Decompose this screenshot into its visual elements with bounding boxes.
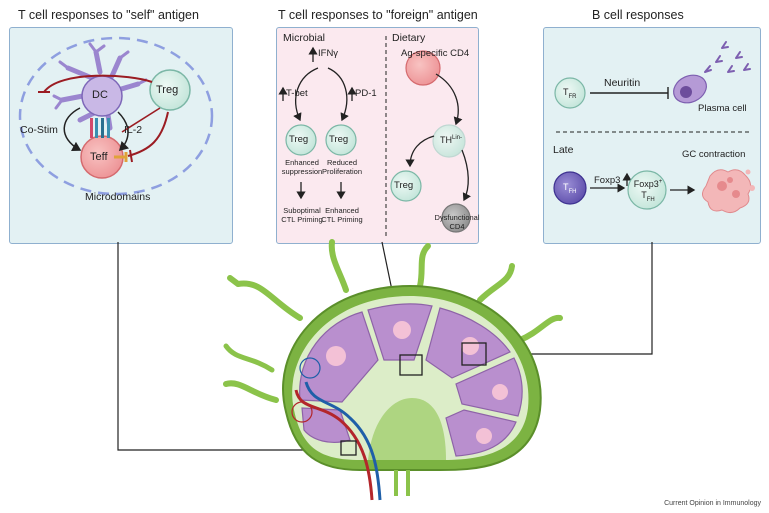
self-antigen-title: T cell responses to "self" antigen bbox=[18, 8, 199, 22]
reduced-proliferation-line2: Proliferation bbox=[321, 167, 363, 176]
foxp3-tfh-text: Foxp3 bbox=[633, 179, 659, 189]
il2-label: IL-2 bbox=[124, 124, 143, 136]
dietary-label: Dietary bbox=[392, 32, 426, 44]
treg-dietary-label: Treg bbox=[394, 180, 414, 191]
suboptimal-ctl-label: Suboptimal CTL Priming bbox=[279, 206, 325, 224]
foxp3-tfh-sup: + bbox=[658, 179, 663, 185]
tfr-sub: FR bbox=[568, 93, 577, 100]
treg-inhibit-dc bbox=[38, 74, 153, 93]
th-lin-cell bbox=[432, 124, 466, 158]
enhanced-suppression-line1: Enhanced bbox=[285, 158, 319, 167]
teff-label: Teff bbox=[90, 151, 108, 163]
pd1-label: PD-1 bbox=[355, 88, 377, 99]
treg-microbial-right bbox=[325, 124, 357, 156]
il2-arrow bbox=[117, 111, 130, 152]
costim-label: Co-Stim bbox=[20, 124, 58, 136]
tfh-sub: FH bbox=[568, 188, 577, 195]
suboptimal-ctl-line1: Suboptimal bbox=[283, 206, 321, 215]
foxp3-label: Foxp3 bbox=[594, 175, 621, 186]
reduced-proliferation-label: Reduced Proliferation bbox=[321, 158, 363, 176]
ifng-to-treg-right bbox=[327, 67, 349, 122]
treg-left-label: Treg bbox=[289, 134, 309, 145]
treg-arrow-receptor bbox=[121, 107, 161, 133]
foxp3-tfh-t-sub: FH bbox=[646, 196, 655, 203]
dysfunctional-line1: Dysfunctional bbox=[434, 213, 480, 222]
dysfunctional-label: Dysfunctional CD4 bbox=[432, 213, 482, 231]
enhanced-suppression-line2: suppression bbox=[281, 167, 323, 176]
plasma-cell bbox=[673, 41, 751, 104]
treg-inhibit-teff bbox=[127, 111, 169, 163]
microdomain-boundary bbox=[18, 36, 214, 196]
enhanced-ctl-label: Enhanced CTL Priming bbox=[319, 206, 365, 224]
gc-contraction-cells bbox=[702, 169, 755, 214]
th-lin-text: TH bbox=[440, 135, 452, 145]
tfr-text: T bbox=[563, 87, 569, 97]
receptor-complex bbox=[90, 118, 128, 162]
treg-self-cell bbox=[149, 69, 191, 111]
tfh-label: TFH bbox=[563, 182, 577, 195]
tfh-cell bbox=[553, 171, 587, 205]
foreign-antigen-title: T cell responses to "foreign" antigen bbox=[278, 8, 478, 22]
th-lin-label: THLin- bbox=[440, 135, 462, 145]
th-lin-sup: Lin- bbox=[452, 135, 463, 141]
ag-specific-cd4-cell bbox=[405, 50, 441, 86]
late-label: Late bbox=[553, 144, 574, 156]
neuritin-inhibit bbox=[590, 87, 669, 99]
lymph-node bbox=[223, 239, 563, 501]
treg-right-label: Treg bbox=[329, 134, 349, 145]
credit-text: Current Opinion in Immunology bbox=[664, 500, 761, 507]
connector-bcell bbox=[486, 242, 653, 355]
tfr-cell bbox=[554, 77, 586, 109]
enhanced-suppression-label: Enhanced suppression bbox=[279, 158, 325, 176]
gc-contraction-label: GC contraction bbox=[682, 149, 746, 160]
tfr-label: TFR bbox=[563, 87, 577, 100]
tbet-label: T-bet bbox=[286, 88, 308, 99]
costim-arrow bbox=[63, 107, 82, 152]
foxp3-tfh-t: T bbox=[641, 190, 647, 200]
treg-self-label: Treg bbox=[156, 84, 179, 96]
dc-cell bbox=[52, 42, 148, 131]
bcell-title: B cell responses bbox=[592, 8, 684, 22]
neuritin-label: Neuritin bbox=[604, 77, 641, 89]
treg-microbial-left bbox=[285, 124, 317, 156]
enhanced-ctl-line2: CTL Priming bbox=[321, 215, 363, 224]
microdomains-label: Microdomains bbox=[85, 191, 151, 203]
ag-specific-label: Ag-specific CD4 bbox=[401, 48, 470, 59]
plasma-cell-label: Plasma cell bbox=[698, 103, 747, 114]
ifng-to-treg-left bbox=[293, 67, 319, 122]
foxp3-tfh-label: Foxp3+ TFH bbox=[631, 177, 665, 206]
enhanced-ctl-line1: Enhanced bbox=[325, 206, 359, 215]
connector-self bbox=[117, 242, 340, 451]
foxp3-tfh-cell bbox=[627, 170, 667, 210]
suboptimal-ctl-line2: CTL Priming bbox=[281, 215, 323, 224]
tfh-text: T bbox=[563, 182, 569, 192]
treg-dietary-cell bbox=[390, 170, 422, 202]
dysfunctional-cd4-cell bbox=[441, 203, 471, 233]
microbial-label: Microbial bbox=[283, 32, 326, 44]
dc-label: DC bbox=[92, 89, 108, 101]
reduced-proliferation-line1: Reduced bbox=[326, 158, 358, 167]
ifng-label: IFNγ bbox=[318, 48, 339, 59]
dysfunctional-line2: CD4 bbox=[449, 222, 465, 231]
